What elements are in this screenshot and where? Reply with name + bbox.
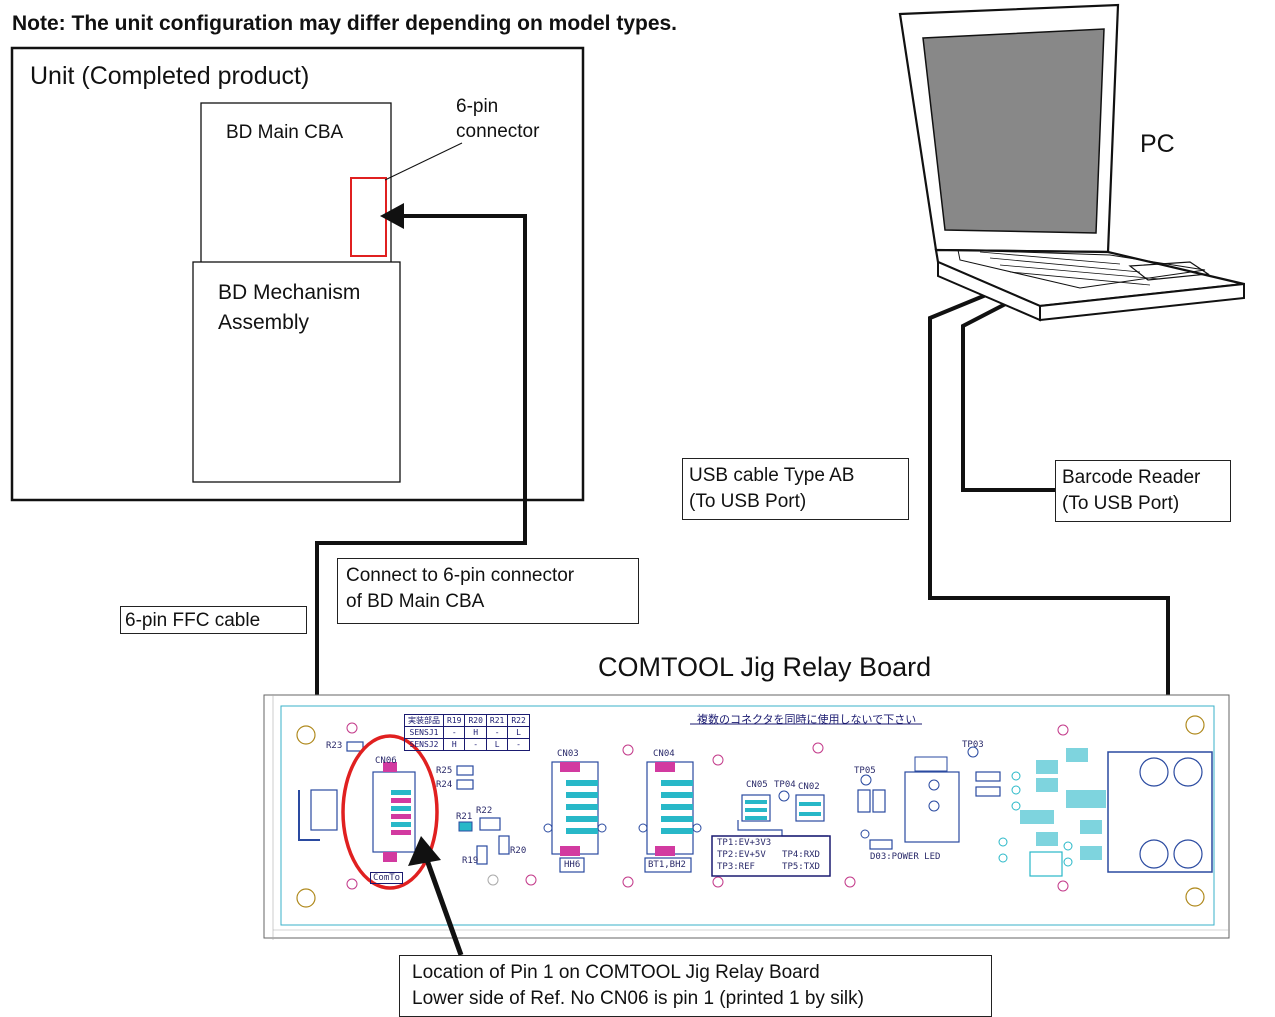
sensor-config-row: SENSJ1 - H - L: [404, 726, 530, 739]
mechanism-label-line2: Assembly: [218, 311, 310, 334]
usb-cable-label-line2: (To USB Port): [689, 491, 807, 512]
connector-label: 6-pin connector: [456, 94, 539, 144]
silk-r19: R19: [462, 856, 479, 866]
unit-title: Unit (Completed product): [30, 62, 310, 90]
relay-board-title: COMTOOL Jig Relay Board: [598, 652, 932, 682]
pin1-pointer-line: [424, 859, 464, 956]
silk-r25: R25: [436, 766, 453, 776]
connect-instruction-line1: Connect to 6-pin connector: [346, 565, 575, 586]
barcode-cable: [961, 296, 1055, 492]
connect-instruction-label: Connect to 6-pin connector of BD Main CB…: [337, 558, 639, 624]
cn06-highlight: [341, 734, 439, 890]
silk-r23: R23: [326, 741, 343, 751]
silk-tp03: TP03: [962, 740, 984, 750]
table-cell: -: [507, 738, 530, 751]
barcode-reader-label-line1: Barcode Reader: [1062, 467, 1201, 488]
silk-comto: ComTo: [370, 872, 404, 884]
silk-tp-line1: TP1:EV+3V3: [717, 838, 772, 848]
pc-label: PC: [1140, 130, 1175, 158]
connect-instruction-line2: of BD Main CBA: [346, 591, 485, 612]
silk-tp04: TP04: [774, 780, 796, 790]
barcode-reader-label: Barcode Reader (To USB Port): [1055, 460, 1231, 522]
main-cba-board: [200, 102, 392, 266]
table-cell: L: [507, 726, 530, 739]
ffc-cable-label: 6-pin FFC cable: [120, 606, 307, 634]
mechanism-assembly: [192, 261, 401, 483]
sensor-config-table: 実装部品 R19 R20 R21 R22 SENSJ1 - H - L SENS…: [404, 714, 530, 751]
table-cell: R19: [442, 714, 466, 727]
silk-warning: 複数のコネクタを同時に使用しないで下さい: [697, 713, 917, 726]
silk-r21: R21: [456, 812, 473, 822]
silk-tp05: TP05: [854, 766, 876, 776]
table-cell: R21: [485, 714, 509, 727]
silk-cn06: CN06: [375, 756, 397, 766]
main-cba-label: BD Main CBA: [226, 122, 344, 143]
silk-cn05: CN05: [746, 780, 768, 790]
pin1-location-label: Location of Pin 1 on COMTOOL Jig Relay B…: [399, 955, 992, 1017]
sensor-config-row: SENSJ2 H - L -: [404, 738, 530, 751]
usb-cable: [928, 286, 1170, 752]
table-cell: H: [442, 738, 466, 751]
silk-r24: R24: [436, 780, 453, 790]
arrow-head-upper: [380, 203, 404, 229]
silk-tp-line2: TP2:EV+5V TP4:RXD: [717, 850, 820, 860]
unit-box: [10, 46, 585, 502]
pin1-location-line2: Lower side of Ref. No CN06 is pin 1 (pri…: [412, 988, 864, 1009]
table-cell: H: [464, 726, 487, 739]
barcode-reader-label-line2: (To USB Port): [1062, 493, 1180, 514]
silk-bt: BT1,BH2: [648, 860, 686, 870]
relay-board: [263, 694, 1230, 940]
note-text: Note: The unit configuration may differ …: [12, 12, 678, 35]
connector-leader-line: [384, 142, 463, 181]
table-cell: 実装部品: [404, 714, 444, 727]
silk-hh6: HH6: [564, 860, 581, 870]
table-cell: SENSJ1: [404, 726, 444, 739]
connector-label-line1: 6-pin: [456, 96, 499, 117]
pin1-location-line1: Location of Pin 1 on COMTOOL Jig Relay B…: [412, 962, 820, 983]
table-cell: R20: [464, 714, 487, 727]
silk-r22: R22: [476, 806, 493, 816]
sensor-config-header-row: 実装部品 R19 R20 R21 R22: [404, 714, 530, 727]
silk-power-led: D03:POWER LED: [870, 852, 941, 862]
table-cell: -: [464, 738, 487, 751]
mechanism-label: BD Mechanism Assembly: [218, 278, 360, 338]
pin1-pointer-head: [408, 836, 441, 866]
silk-r20: R20: [510, 846, 527, 856]
laptop-pc: [898, 3, 1245, 322]
silk-tp-line3: TP3:REF TP5:TXD: [717, 862, 820, 872]
table-cell: L: [485, 738, 509, 751]
table-cell: SENSJ2: [404, 738, 444, 751]
connector-label-line2: connector: [456, 121, 540, 142]
silk-cn02: CN02: [798, 782, 820, 792]
silk-cn03: CN03: [557, 749, 579, 759]
usb-cable-label-line1: USB cable Type AB: [689, 465, 855, 486]
mechanism-label-line1: BD Mechanism: [218, 281, 361, 304]
silk-cn04: CN04: [653, 749, 675, 759]
table-cell: -: [442, 726, 466, 739]
table-cell: R22: [507, 714, 530, 727]
usb-cable-label: USB cable Type AB (To USB Port): [682, 458, 909, 520]
table-cell: -: [485, 726, 509, 739]
